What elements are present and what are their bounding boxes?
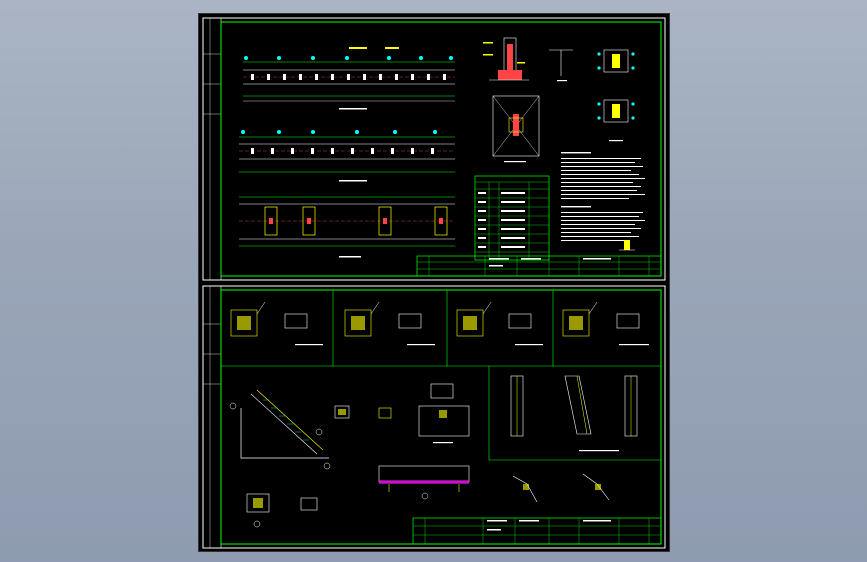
column-connection-details — [510, 375, 638, 452]
sheet-1-title-block — [416, 255, 662, 277]
stair-tread-detail — [334, 405, 392, 419]
general-notes — [561, 152, 645, 241]
connection-detail-1 — [230, 301, 323, 346]
sheet-1 — [202, 17, 666, 281]
footing-detail-bottom — [246, 493, 318, 528]
joint-detail-top — [597, 49, 635, 73]
drawing-viewport[interactable] — [198, 13, 670, 552]
connection-detail-2 — [344, 301, 435, 346]
connection-detail-4 — [562, 301, 649, 346]
sheet-1-inner-frame — [220, 21, 662, 277]
plan-view-2 — [239, 130, 455, 182]
plan-view-1 — [243, 47, 455, 110]
footing-plan-detail — [492, 95, 540, 163]
material-table — [474, 175, 550, 261]
beam-section-detail — [418, 383, 470, 444]
sheet-2-title-block — [412, 517, 662, 545]
joint-detail-bottom — [597, 99, 635, 142]
base-plate-detail — [378, 465, 470, 500]
sheet-2-binding-strip — [202, 285, 222, 549]
sheet-1-binding-strip — [202, 17, 222, 281]
cad-drawing — [202, 17, 666, 549]
anchor-bolt-details — [512, 473, 610, 503]
stair-elevation — [229, 389, 331, 470]
small-column-detail — [549, 49, 573, 82]
plan-view-3 — [239, 196, 455, 258]
connection-detail-3 — [456, 301, 543, 346]
anchor-detail — [619, 240, 635, 251]
sheet-2-outer-frame — [202, 285, 666, 549]
column-section-detail — [483, 37, 529, 81]
sheet-2 — [202, 285, 666, 549]
